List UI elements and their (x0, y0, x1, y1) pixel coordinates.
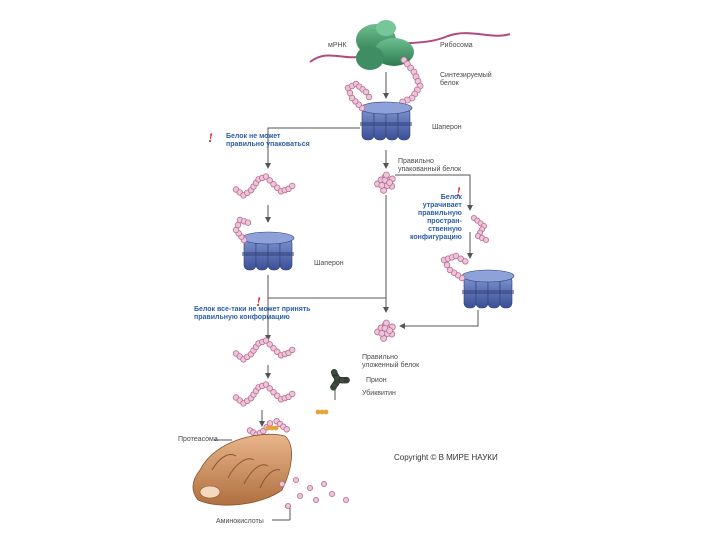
marker-1: ! (208, 130, 214, 145)
label-prion: Прион (366, 377, 387, 384)
label-chaperone-mid: Шаперон (314, 260, 344, 267)
marker-2: ! (456, 184, 462, 199)
ubiquitin-tags (265, 409, 329, 431)
chaperone-top-shape (344, 80, 413, 141)
folded-protein-blobs (374, 171, 396, 342)
unfolded-protein-chains (232, 173, 489, 438)
marker-3: ! (256, 294, 262, 309)
label-cannot-fold: Белок не может правильно упаковаться (226, 133, 310, 148)
flow-arrows (214, 72, 479, 521)
amino-acid-dots (278, 476, 349, 509)
label-amino-acids: Аминокислоты (216, 518, 264, 525)
label-mrna: мРНК (328, 42, 347, 49)
chaperone-right-shape (440, 252, 515, 309)
prion-shape (330, 369, 350, 391)
chaperone-left-shape (232, 216, 295, 271)
label-chaperone-top: Шаперон (432, 124, 462, 131)
label-ribosome: Рибосома (440, 42, 473, 49)
nascent-protein-chain (399, 56, 424, 106)
label-correctly-folded-1: Правильно упакованный белок (398, 158, 462, 173)
label-proteasome: Протеасома (178, 436, 218, 443)
proteasome-shape (192, 433, 292, 506)
label-correctly-folded-2: Правильно уложенный белок (362, 354, 420, 369)
label-synthesized-protein: Синтезируемый белок (440, 72, 492, 87)
label-still-cannot-fold: Белок все-таки не может принять правильн… (194, 306, 311, 321)
label-ubiquitin: Убиквитин (362, 390, 396, 397)
label-loses-configuration: Белок утрачивает правильную простран- ст… (410, 194, 462, 241)
copyright-notice: Copyright © В МИРЕ НАУКИ (394, 453, 498, 462)
